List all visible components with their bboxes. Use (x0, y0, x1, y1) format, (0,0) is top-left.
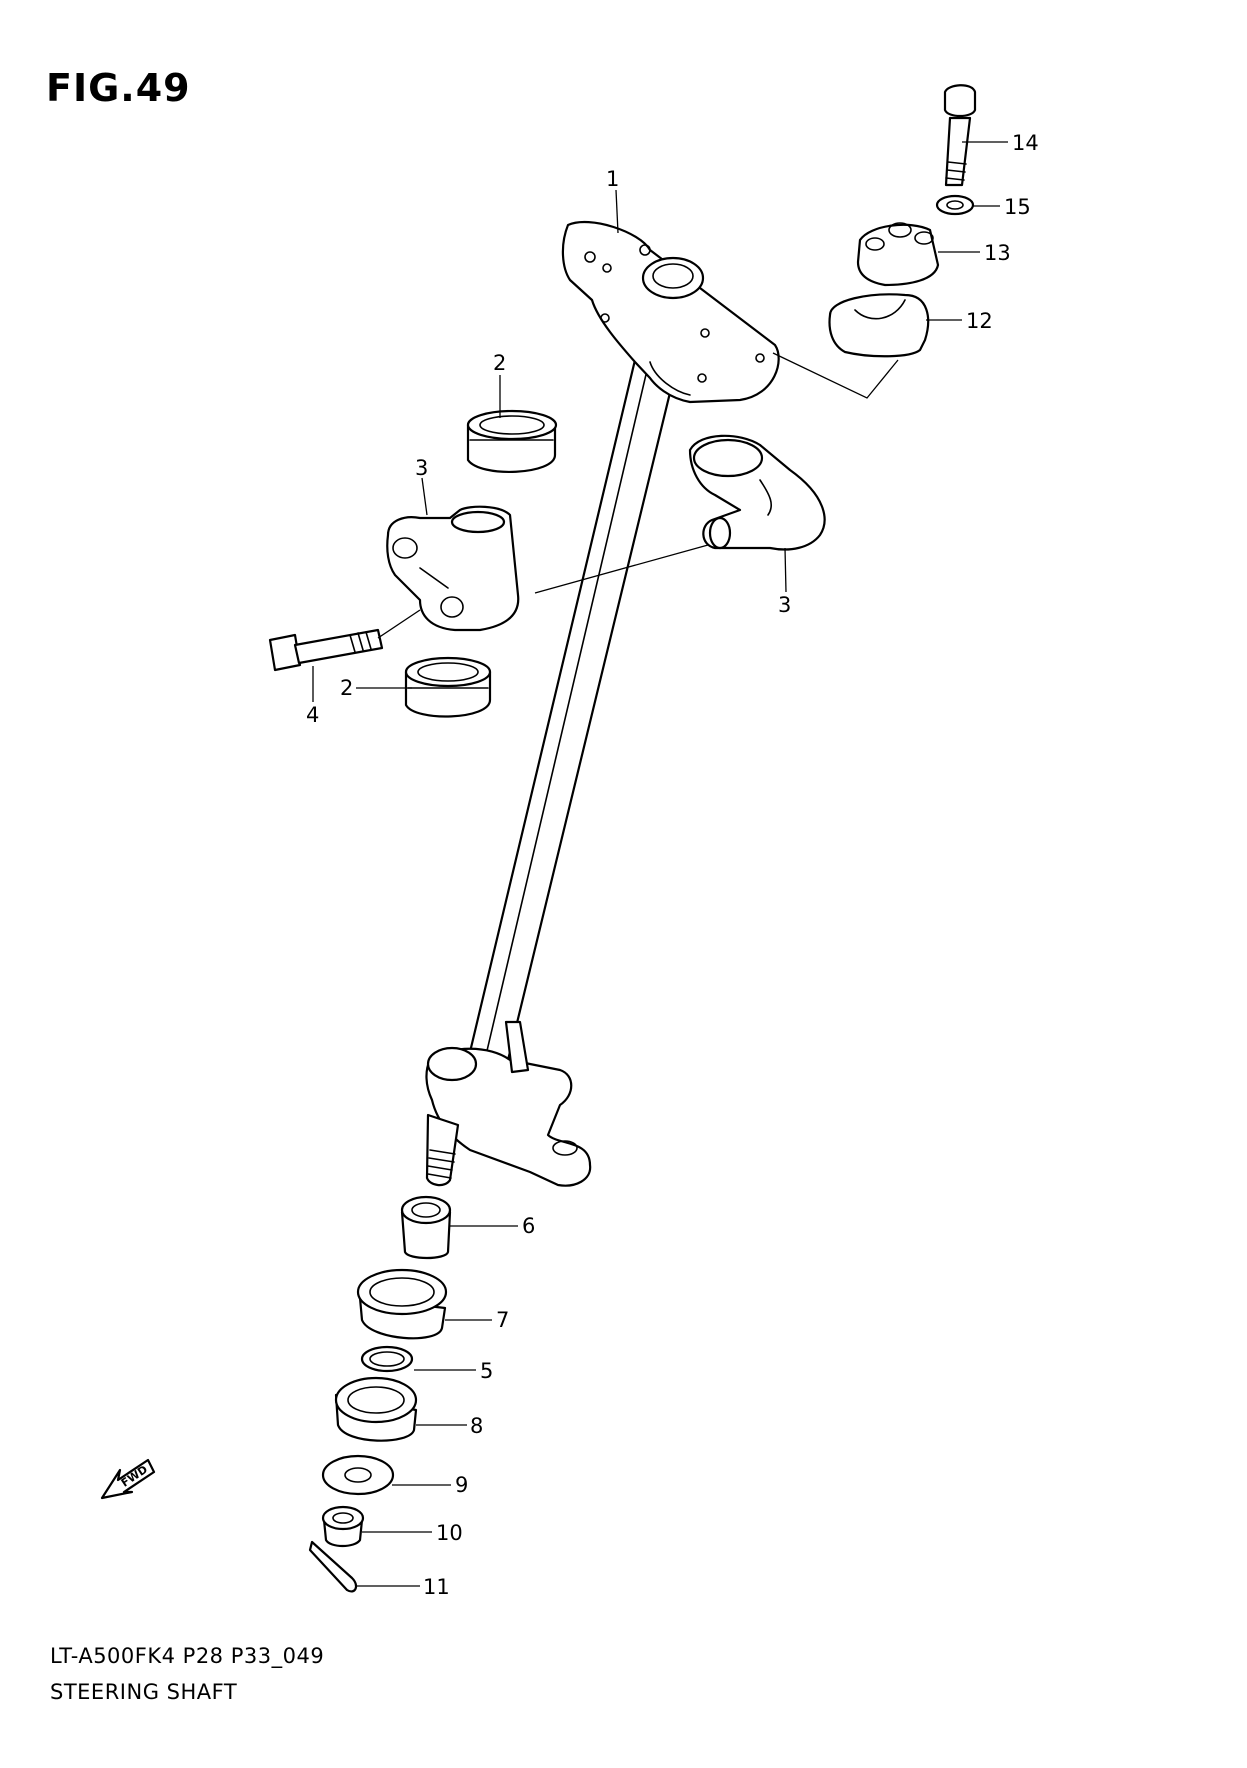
callout-8: 8 (470, 1414, 483, 1438)
callout-numbers: 1 2 2 3 3 4 5 6 7 8 9 10 11 12 13 14 15 (306, 131, 1039, 1599)
o-ring-part-5 (360, 1345, 414, 1373)
leader-lines (312, 141, 1008, 1587)
callout-2-lower: 2 (340, 676, 353, 700)
callout-7: 7 (496, 1308, 509, 1332)
bushing-part-2-upper (466, 409, 558, 474)
forward-arrow-icon: FWD (100, 1458, 156, 1500)
callout-6: 6 (522, 1214, 535, 1238)
callout-10: 10 (436, 1521, 463, 1545)
assembly-lines (377, 352, 899, 639)
callout-15: 15 (1004, 195, 1031, 219)
model-code-caption: LT-A500FK4 P28 P33_049 (50, 1644, 325, 1668)
bushing-part-6 (400, 1195, 452, 1260)
shaft-holder-part-3-left (386, 505, 520, 632)
bolt-part-14 (943, 84, 977, 187)
callout-4: 4 (306, 703, 319, 727)
nut-part-10 (321, 1505, 365, 1548)
cotter-pin-part-11 (308, 1540, 358, 1593)
callout-9: 9 (455, 1473, 468, 1497)
callout-5: 5 (480, 1359, 493, 1383)
figure-title: FIG.49 (46, 66, 191, 110)
bearing-part-7 (356, 1268, 448, 1340)
shaft-holder-part-3-right (688, 434, 826, 551)
callout-3-left: 3 (415, 456, 428, 480)
callout-2-upper: 2 (493, 351, 506, 375)
callout-14: 14 (1012, 131, 1039, 155)
steering-shaft-part-1 (425, 220, 780, 1187)
clamp-part-12 (828, 293, 930, 358)
callout-1: 1 (606, 167, 619, 191)
callout-13: 13 (984, 241, 1011, 265)
seal-part-8 (334, 1376, 418, 1442)
bushing-part-2-lower (404, 656, 492, 718)
clamp-part-13 (856, 222, 940, 287)
callout-12: 12 (966, 309, 993, 333)
bolt-part-4 (268, 628, 384, 672)
callout-3-right: 3 (778, 593, 791, 617)
washer-part-9 (321, 1454, 395, 1496)
washer-part-15 (935, 194, 975, 216)
callout-11: 11 (423, 1575, 450, 1599)
part-name-caption: STEERING SHAFT (50, 1680, 238, 1704)
